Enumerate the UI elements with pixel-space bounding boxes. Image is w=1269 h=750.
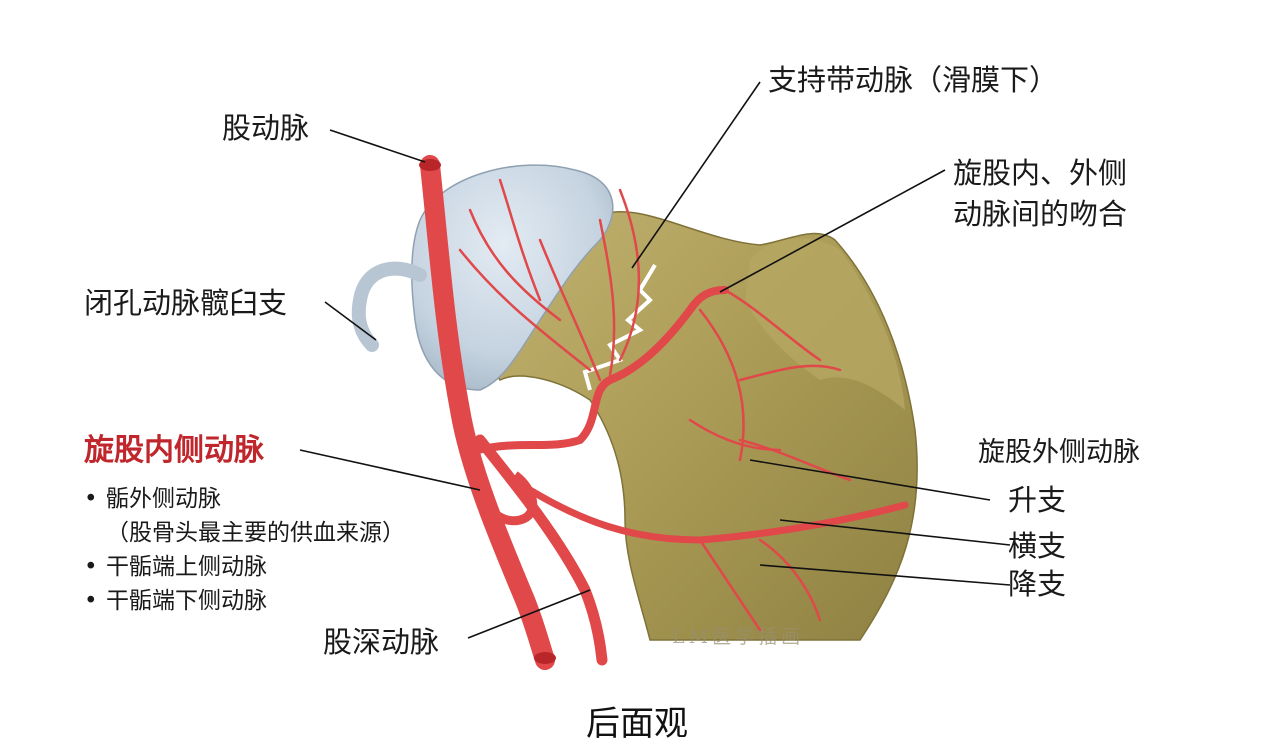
medial-branch-list: •骺外侧动脉 （股骨头最主要的供血来源） •干骺端上侧动脉 •干骺端下侧动脉: [84, 482, 405, 618]
watermark: LM医学插画: [672, 626, 805, 648]
label-descending-branch: 降支: [1008, 567, 1067, 601]
leader-retinacular: [631, 81, 761, 269]
greater-trochanter: [745, 238, 905, 410]
label-ascending-branch: 升支: [1008, 483, 1067, 517]
list-item: •干骺端上侧动脉: [84, 550, 405, 584]
obturator-ligament: [351, 261, 427, 352]
small-branches: [458, 178, 852, 632]
bullet-icon: •: [84, 486, 98, 512]
leader-obturator: [324, 301, 377, 341]
leader-descending: [759, 564, 1011, 586]
label-lateral-circumflex: 旋股外侧动脉: [978, 437, 1140, 468]
label-transverse-branch: 横支: [1008, 529, 1067, 563]
leader-transverse: [779, 519, 1011, 546]
label-femoral-artery: 股动脉: [222, 111, 310, 145]
list-item: •干骺端下侧动脉: [84, 584, 405, 618]
leader-femoral-artery: [329, 129, 426, 163]
label-anastomosis-line2: 动脉间的吻合: [953, 197, 1128, 231]
label-retinacular-artery: 支持带动脉（滑膜下）: [768, 63, 1059, 97]
list-item: •骺外侧动脉: [84, 482, 405, 516]
label-deep-femoral: 股深动脉: [323, 625, 440, 659]
label-medial-circumflex: 旋股内侧动脉: [84, 433, 264, 468]
femoral-artery-bottom: [534, 652, 556, 664]
leader-medial-circumflex: [299, 449, 481, 491]
deep-femoral-vessel: [474, 434, 608, 666]
leader-deep-femoral: [467, 589, 591, 639]
view-title: 后面观: [586, 704, 688, 744]
label-anastomosis-line1: 旋股内、外侧: [953, 156, 1128, 190]
leader-ascending: [749, 459, 991, 501]
bullet-icon: •: [84, 588, 98, 614]
bullet-icon: •: [84, 554, 98, 580]
leader-anastomosis: [719, 169, 946, 293]
fracture-line: [582, 263, 657, 391]
list-item: （股骨头最主要的供血来源）: [106, 520, 405, 546]
medial-circumflex-vessel: [474, 286, 729, 454]
label-obturator-branch: 闭孔动脉髋臼支: [84, 286, 288, 320]
